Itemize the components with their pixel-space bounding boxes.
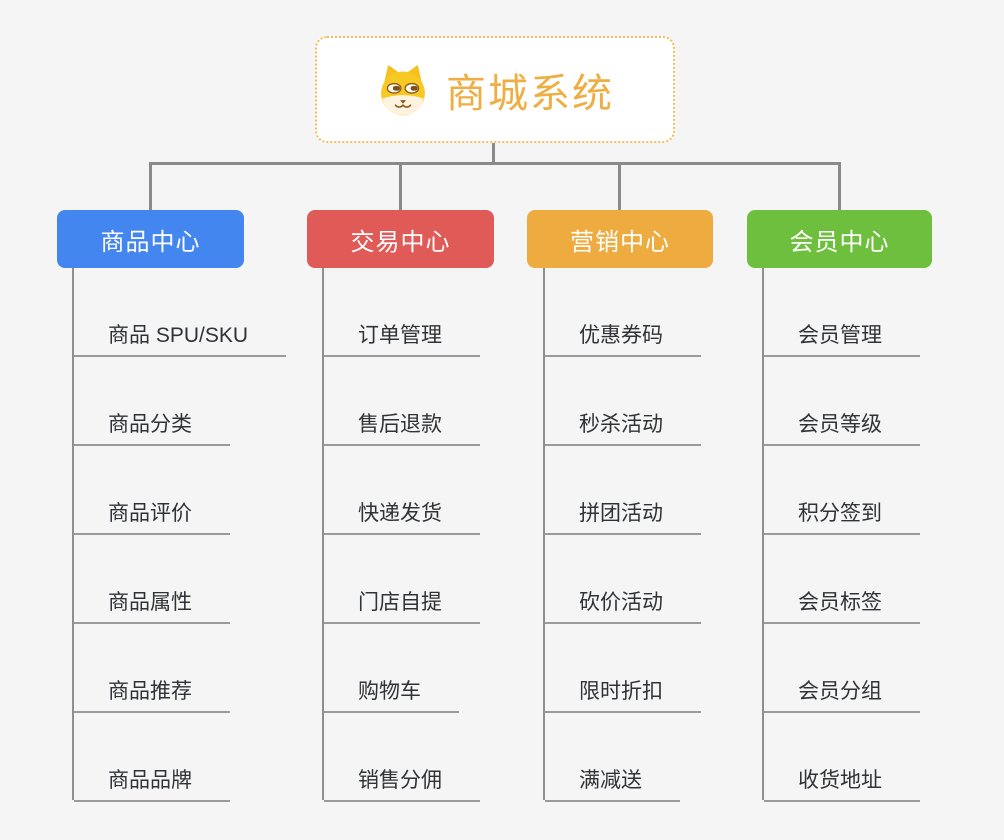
leaf-node[interactable]: 销售分佣 bbox=[324, 768, 480, 802]
leaf-node[interactable]: 商品 SPU/SKU bbox=[74, 323, 287, 357]
leaf-node[interactable]: 积分签到 bbox=[764, 501, 920, 535]
leaf-node[interactable]: 门店自提 bbox=[324, 590, 480, 624]
connector-drop-2 bbox=[399, 164, 402, 210]
leaf-node[interactable]: 快递发货 bbox=[324, 501, 480, 535]
leaf-node[interactable]: 会员标签 bbox=[764, 590, 920, 624]
leaf-node[interactable]: 会员分组 bbox=[764, 679, 920, 713]
leaf-node[interactable]: 商品品牌 bbox=[74, 768, 230, 802]
connector-drop-4 bbox=[838, 164, 841, 210]
root-title: 商城系统 bbox=[446, 71, 614, 116]
leaf-node[interactable]: 满减送 bbox=[545, 768, 680, 802]
dog-face-icon bbox=[381, 65, 425, 115]
leaf-node[interactable]: 商品评价 bbox=[74, 501, 230, 535]
leaf-list-marketing: 优惠券码秒杀活动拼团活动砍价活动限时折扣满减送 bbox=[543, 268, 701, 802]
branch-node-trade[interactable]: 交易中心 bbox=[307, 210, 494, 268]
leaf-node[interactable]: 会员等级 bbox=[764, 412, 920, 446]
leaf-node[interactable]: 限时折扣 bbox=[545, 679, 701, 713]
leaf-node[interactable]: 砍价活动 bbox=[545, 590, 701, 624]
connector-drop-3 bbox=[618, 164, 621, 210]
branch-node-members[interactable]: 会员中心 bbox=[747, 210, 932, 268]
connector-root-drop bbox=[492, 143, 495, 164]
leaf-list-trade: 订单管理售后退款快递发货门店自提购物车销售分佣 bbox=[322, 268, 480, 802]
leaf-node[interactable]: 购物车 bbox=[324, 679, 459, 713]
leaf-node[interactable]: 商品推荐 bbox=[74, 679, 230, 713]
leaf-node[interactable]: 秒杀活动 bbox=[545, 412, 701, 446]
leaf-node[interactable]: 会员管理 bbox=[764, 323, 920, 357]
leaf-node[interactable]: 商品分类 bbox=[74, 412, 230, 446]
leaf-list-products: 商品 SPU/SKU 商品分类商品评价商品属性商品推荐商品品牌 bbox=[72, 268, 287, 802]
leaf-node[interactable]: 优惠券码 bbox=[545, 323, 701, 357]
leaf-node[interactable]: 收货地址 bbox=[764, 768, 920, 802]
leaf-node[interactable]: 订单管理 bbox=[324, 323, 480, 357]
leaf-node[interactable]: 商品属性 bbox=[74, 590, 230, 624]
connector-spine bbox=[149, 162, 841, 165]
connector-drop-1 bbox=[149, 164, 152, 210]
leaf-node[interactable]: 拼团活动 bbox=[545, 501, 701, 535]
leaf-list-members: 会员管理会员等级积分签到会员标签会员分组收货地址 bbox=[762, 268, 920, 802]
branch-node-marketing[interactable]: 营销中心 bbox=[527, 210, 713, 268]
root-node[interactable]: 商城系统 bbox=[315, 36, 675, 143]
leaf-node[interactable]: 售后退款 bbox=[324, 412, 480, 446]
branch-node-products[interactable]: 商品中心 bbox=[57, 210, 244, 268]
